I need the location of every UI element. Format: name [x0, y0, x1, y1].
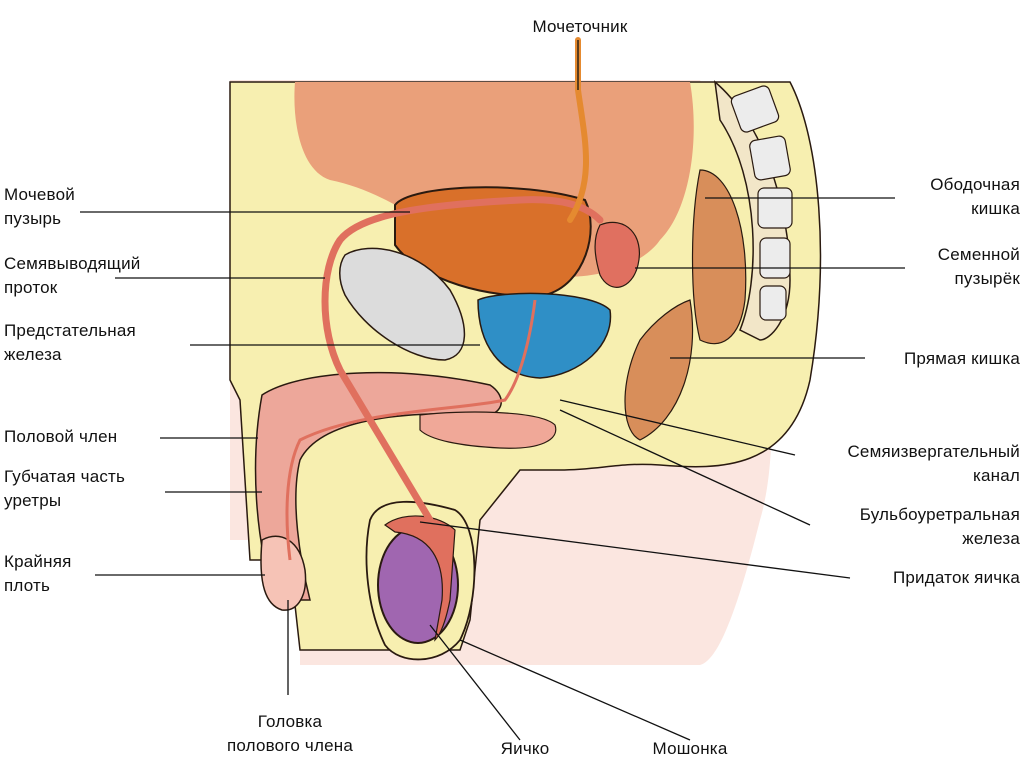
label-testis: Яичко	[500, 739, 550, 758]
rectum	[624, 299, 694, 441]
label-seminal-vesicle: Семенной пузырёк	[937, 245, 1020, 288]
urethra	[285, 299, 537, 561]
label-colon: Ободочная кишка	[930, 175, 1020, 218]
leader-lines	[80, 40, 905, 741]
label-rectum: Прямая кишка	[904, 349, 1020, 368]
vas-deferens	[321, 196, 604, 524]
label-bulbourethral-gland: Бульбоуретральная железа	[859, 505, 1020, 548]
prostate	[477, 292, 612, 379]
bladder	[394, 186, 592, 297]
label-penis: Половой член	[4, 427, 118, 446]
ureter	[567, 37, 589, 223]
label-bladder: Мочевой пузырь	[4, 185, 75, 228]
abdominal-cavity	[294, 82, 694, 277]
label-glans: Головка полового члена	[226, 712, 354, 755]
label-foreskin: Крайняя плоть	[4, 552, 72, 595]
label-ureter: Мочеточник	[532, 17, 628, 36]
label-epididymis: Придаток яичка	[892, 568, 1020, 587]
colon	[691, 169, 747, 345]
label-spongy-urethra: Губчатая часть уретры	[4, 467, 126, 510]
label-ejaculatory-duct: Семяизвергательный канал	[847, 442, 1020, 485]
label-prostate: Предстательная железа	[4, 321, 136, 364]
label-vas-deferens: Семявыводящий проток	[4, 254, 141, 297]
pubic-bone	[339, 247, 466, 361]
label-scrotum: Мошонка	[652, 739, 728, 758]
seminal-vesicle	[594, 221, 640, 288]
corpus-spongiosum	[419, 411, 557, 449]
